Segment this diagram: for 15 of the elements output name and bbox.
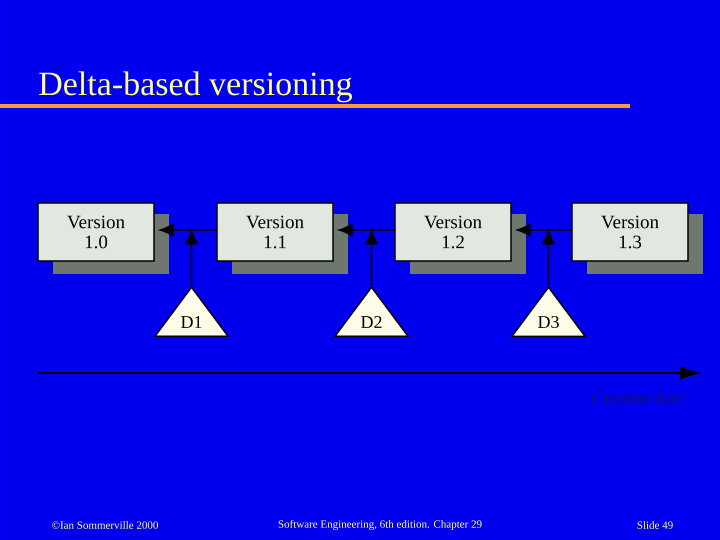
- version-box: Version 1.2: [394, 202, 526, 274]
- slide-title: Delta-based versioning: [39, 71, 352, 102]
- version-box: Version 1.3: [571, 202, 703, 274]
- version-box: Version 1.0: [37, 202, 169, 274]
- arrow: [160, 224, 216, 236]
- axis-label: Creation date: [592, 392, 682, 404]
- footer-text: Slide 49: [638, 521, 673, 529]
- version-box: Version 1.1: [216, 202, 348, 274]
- arrow: [338, 224, 394, 236]
- arrow: [365, 230, 378, 286]
- footer-text: ©Ian Sommerville 2000: [52, 521, 158, 529]
- arrow: [185, 230, 198, 286]
- arrow: [542, 230, 555, 286]
- arrow: [516, 224, 572, 236]
- footer-text: Software Engineering, 6th edition. Chapter 29: [278, 520, 482, 530]
